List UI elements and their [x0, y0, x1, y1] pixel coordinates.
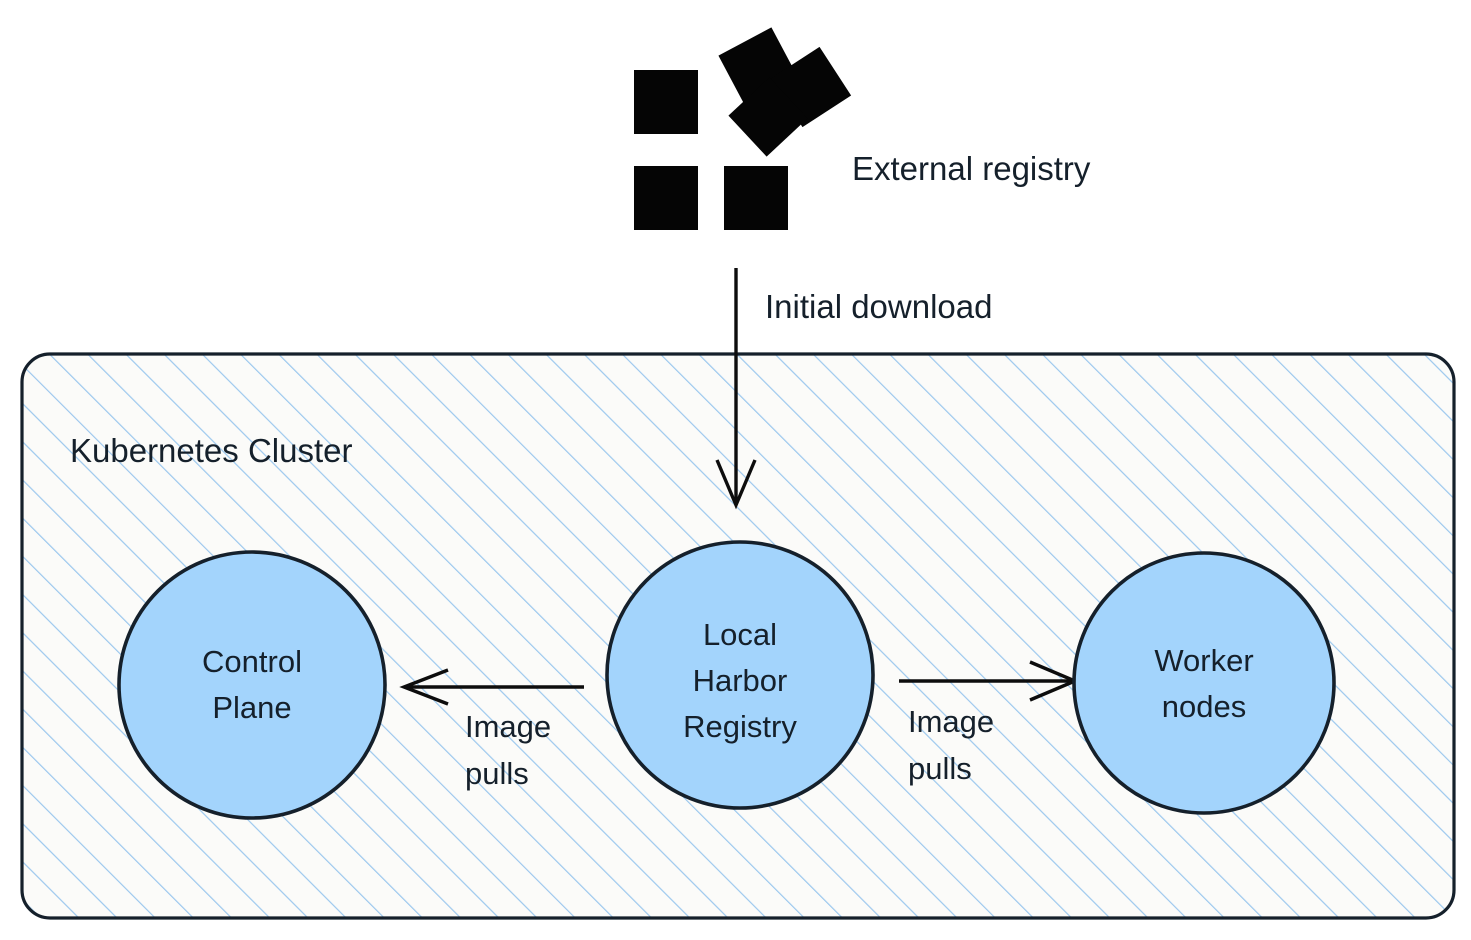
control-plane-node[interactable]: Control Plane [117, 550, 387, 820]
local-harbor-registry-circle[interactable] [605, 540, 875, 810]
worker-nodes-circle[interactable] [1072, 551, 1336, 815]
worker-nodes-label-line2: nodes [1162, 689, 1246, 724]
initial-download-arrow-head [715, 459, 757, 510]
cluster-title: Kubernetes Cluster [70, 432, 352, 469]
registry-icon-square-top-left [634, 70, 698, 134]
control-plane-circle[interactable] [117, 550, 387, 820]
initial-download-label: Initial download [765, 288, 993, 325]
image-pulls-right-label-line2: pulls [908, 751, 972, 786]
local-harbor-registry-node[interactable]: Local Harbor Registry [605, 540, 875, 810]
local-harbor-registry-label-line2: Harbor [693, 663, 788, 698]
worker-nodes-node[interactable]: Worker nodes [1072, 551, 1336, 815]
external-registry-icon [634, 27, 852, 230]
image-pulls-left-label-line2: pulls [465, 756, 529, 791]
registry-icon-diamond-bottom [728, 77, 808, 157]
local-harbor-registry-label-line1: Local [703, 617, 777, 652]
external-registry-label: External registry [852, 150, 1091, 187]
registry-icon-square-bottom-mid [724, 166, 788, 230]
control-plane-label-line2: Plane [212, 690, 291, 725]
local-harbor-registry-label-line3: Registry [683, 709, 797, 744]
worker-nodes-label-line1: Worker [1154, 643, 1253, 678]
control-plane-label-line1: Control [202, 644, 302, 679]
image-pulls-left-arrow-head [399, 668, 449, 706]
initial-download-arrow [715, 268, 757, 510]
image-pulls-left-label-line1: Image [465, 709, 551, 744]
image-pulls-right-label-line1: Image [908, 704, 994, 739]
image-pulls-left-arrow [399, 668, 584, 706]
registry-icon-square-bottom-left [634, 166, 698, 230]
